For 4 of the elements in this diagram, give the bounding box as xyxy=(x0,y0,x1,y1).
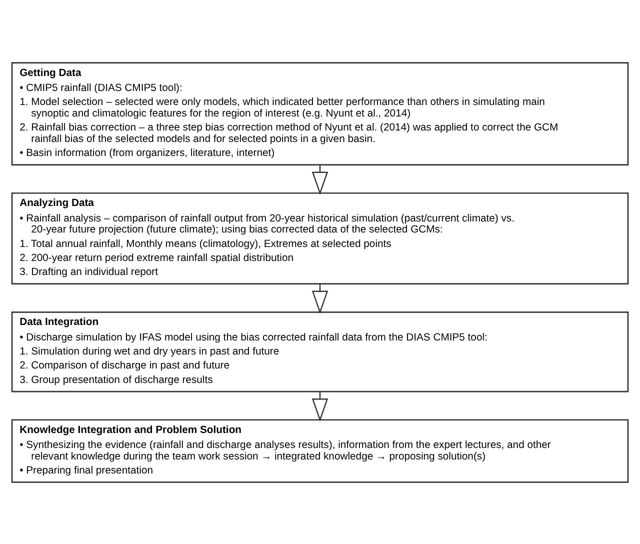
node-box: Knowledge Integration and Problem Solution • Synthesizing the evidence (rainfall and discharge analyses results), information from the expert lectures, and other relevant knowledge during the team work session → integrated knowledge → proposing solution(s) • Preparing final presentation xyxy=(11,418,629,482)
node-box: Data Integration • Discharge simulation by IFAS model using the bias corrected rainfall data from the DIAS CMIP5 tool: 1. Simulation during wet and dry years in past and future 2. Comparison of discharge in past and future 3. Group presentation of discharge results xyxy=(11,311,629,392)
node-box: Getting Data • CMIP5 rainfall (DIAS CMIP5 tool): 1. Model selection – selected were only models, which indicated better performance than others in simulating main synoptic and climatologic features for the region of interest (e.g. Nyunt et al., 2014) 2. Rainfall bias correction – a three step bias correction method of Nyunt et al. (2014) was applied to correct the GCM rainfall bias of the selected models and for selected points in a given basin. • Basin information (from organizers, literature, internet) xyxy=(11,62,629,165)
node-box: Analyzing Data • Rainfall analysis – comparison of rainfall output from 20-year historical simulation (past/current climate) vs. 20-year future projection (future climate); using bias corrected data of the selected GCMs: 1. Total annual rainfall, Monthly means (climatology), Extremes at selected points 2. 200-year return period extreme rainfall spatial distribution 3. Drafting an individual report xyxy=(11,192,629,284)
